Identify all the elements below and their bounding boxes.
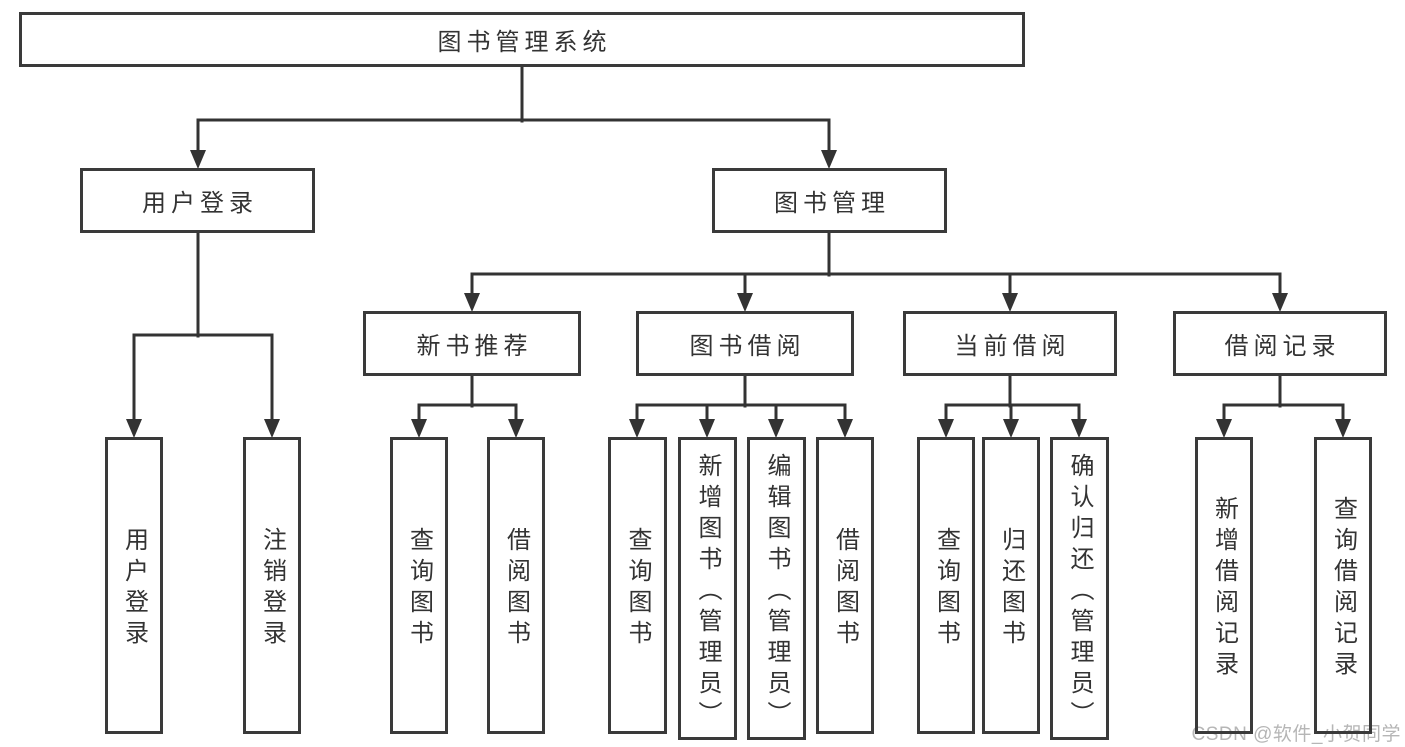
node-book-borrowing-label: 图书借阅 [689, 333, 806, 360]
node-library-system-label: 图书管理系统 [437, 29, 612, 56]
leaf-recommend-borrow-books-label: 借阅图书 [502, 527, 530, 651]
csdn-watermark: CSDN @软件_小贺同学 [1191, 724, 1401, 745]
node-user-login-label: 用户登录 [142, 190, 258, 217]
leaf-borrowing-query-books-label: 查询图书 [624, 527, 651, 651]
node-library-system: 图书管理系统 [19, 12, 1025, 67]
leaf-recommend-query-books-label: 查询图书 [405, 527, 433, 651]
leaf-borrowing-edit-books-admin: 编辑图书（管理员） [747, 437, 806, 740]
leaf-records-query-borrow-record-label: 查询借阅记录 [1329, 496, 1357, 682]
leaf-current-confirm-return-admin: 确认归还（管理员） [1050, 437, 1109, 740]
leaf-current-return-books: 归还图书 [982, 437, 1040, 734]
leaf-recommend-borrow-books: 借阅图书 [487, 437, 545, 734]
leaf-borrowing-borrow-books: 借阅图书 [816, 437, 874, 734]
leaf-borrowing-edit-books-admin-label: 编辑图书（管理员） [763, 452, 790, 732]
leaf-records-add-borrow-record-label: 新增借阅记录 [1210, 496, 1238, 682]
node-user-login: 用户登录 [80, 168, 315, 233]
leaf-records-query-borrow-record: 查询借阅记录 [1314, 437, 1372, 734]
node-book-management-label: 图书管理 [774, 190, 890, 217]
node-current-borrowing-label: 当前借阅 [954, 333, 1071, 360]
leaf-current-query-books-label: 查询图书 [932, 527, 960, 651]
leaf-logout: 注销登录 [243, 437, 301, 734]
leaf-recommend-query-books: 查询图书 [390, 437, 448, 734]
node-borrowing-records-label: 借阅记录 [1224, 333, 1341, 360]
leaf-borrowing-query-books: 查询图书 [608, 437, 667, 734]
leaf-user-login-label: 用户登录 [120, 527, 148, 651]
leaf-records-add-borrow-record: 新增借阅记录 [1195, 437, 1253, 734]
leaf-current-query-books: 查询图书 [917, 437, 975, 734]
node-book-borrowing: 图书借阅 [636, 311, 854, 376]
leaf-logout-label: 注销登录 [258, 527, 286, 651]
node-new-book-recommendation-label: 新书推荐 [416, 333, 533, 360]
leaf-borrowing-add-books-admin-label: 新增图书（管理员） [694, 452, 721, 732]
node-borrowing-records: 借阅记录 [1173, 311, 1387, 376]
node-new-book-recommendation: 新书推荐 [363, 311, 581, 376]
leaf-borrowing-borrow-books-label: 借阅图书 [831, 527, 859, 651]
leaf-user-login: 用户登录 [105, 437, 163, 734]
leaf-current-confirm-return-admin-label: 确认归还（管理员） [1066, 452, 1093, 732]
leaf-current-return-books-label: 归还图书 [997, 527, 1025, 651]
leaf-borrowing-add-books-admin: 新增图书（管理员） [678, 437, 737, 740]
node-book-management: 图书管理 [712, 168, 947, 233]
node-current-borrowing: 当前借阅 [903, 311, 1117, 376]
